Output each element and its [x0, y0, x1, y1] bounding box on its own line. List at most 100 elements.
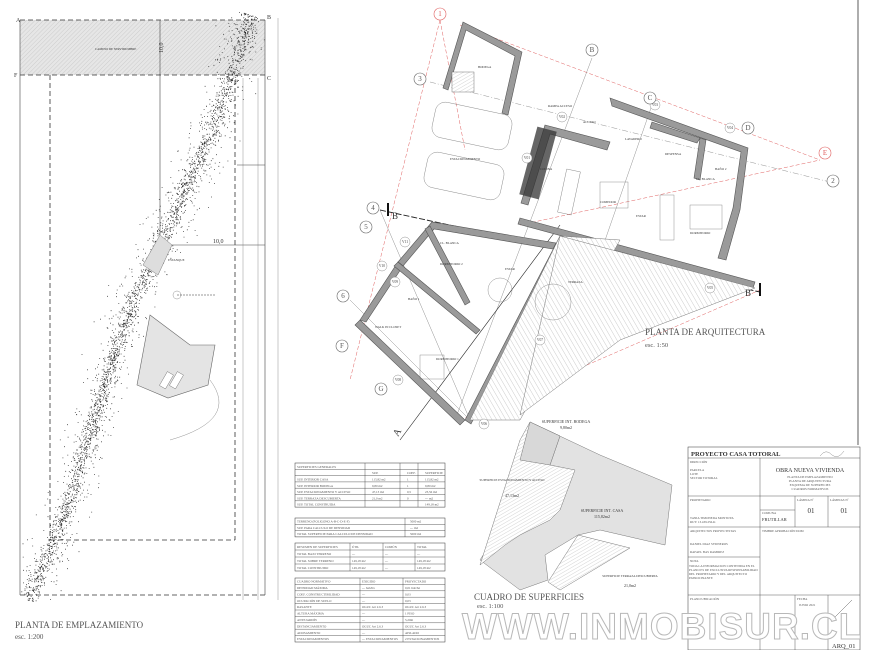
- contents-item: CUADROS NORMATIVOS: [792, 487, 829, 491]
- date: JUNIO 2021: [799, 603, 816, 607]
- table-cell: RASANTE: [297, 605, 312, 609]
- corner-c: C: [267, 76, 271, 82]
- site-plan: ESTANQUE A B C F CAMINO DE SERVIDUMBRE 1…: [14, 12, 279, 641]
- grid-bubble-red: E: [823, 149, 827, 157]
- table-cell: 0,01 hab/há: [405, 586, 420, 591]
- table-cell: TOTAL SOBRE TERRENO: [297, 559, 334, 563]
- table-cell: SUP. PARA CALCULO DE DENSIDAD: [297, 526, 351, 530]
- table-cell: SUP. INTERIOR BODEGA: [297, 484, 334, 488]
- table-header: ÚTIL: [352, 544, 359, 549]
- table-cell: 0,03: [405, 599, 411, 604]
- grid-bubble-red: 1: [438, 10, 442, 18]
- bodega-label: SUPERFICIE INT. BODEGA: [542, 419, 591, 424]
- floor-plan-scale: esc. 1:50: [645, 342, 668, 349]
- table-cell: TERRENO (POLIGONO A-B-C-D-E-F): [297, 520, 349, 524]
- window-tag: V07: [537, 338, 543, 342]
- dining-table: [599, 181, 629, 209]
- corner-a: A: [16, 18, 21, 24]
- table-cell: ---: [385, 559, 388, 563]
- house-label: SUPERFICIE INT. CASA: [581, 508, 624, 513]
- surface-tables: SUPERFICIES GENERALESSUP.COEF.SUPERFICIE…: [294, 462, 446, 643]
- grid-bubble: D: [745, 124, 750, 132]
- table-cell: ---: [362, 592, 365, 596]
- road-easement: [20, 20, 265, 75]
- table-cell: SUP. INTERIOR CASA: [297, 478, 329, 482]
- table-cell: ESTACIONAMIENTOS: [297, 637, 329, 641]
- grid-bubbles: B 3 C D 2 4 5 6 F G A B B 1 E: [335, 7, 840, 439]
- dim-top: 10,0: [159, 43, 165, 54]
- address-line: PARCELA: [690, 468, 705, 472]
- table-cell: --- m2: [410, 526, 418, 530]
- commune-label: COMUNA: [762, 511, 777, 515]
- project-name: PROYECTO CASA TOTORAL: [691, 451, 781, 458]
- floor-plan: BODEGA RAMPA ACCESO ACCESO ESTACIONAMIEN…: [335, 0, 859, 445]
- table-cell: OGUC Art 2.6.3: [362, 605, 383, 609]
- architect-name: RAFAEL BAS RAMIREZ: [690, 550, 724, 554]
- window-tag: V10: [379, 264, 385, 268]
- table-cell: 115,82 m2: [425, 478, 439, 483]
- terrace-table: [534, 283, 572, 321]
- title-block: PROYECTO CASA TOTORAL DIRECCIÓN PARCELA …: [687, 446, 861, 650]
- window-tag: V05: [707, 286, 713, 290]
- table-cell: ---: [362, 631, 365, 635]
- table-cell: 5,20m: [405, 618, 414, 623]
- owner-rut: RUT: 13.439.256-K: [690, 520, 716, 524]
- table-cell: OCUPACIÓN DE SUELO: [297, 598, 332, 603]
- bedroom-wing-walls: [397, 221, 557, 267]
- stamps-label: TIMBRE APROBACIÓN DOM: [762, 528, 804, 533]
- grid-bubble: 4: [371, 204, 375, 212]
- sheets-label: LÁMINAS Nº: [830, 497, 849, 502]
- table-cell: 2 ESTACIONAMIENTOS: [405, 637, 440, 641]
- table-cell: TOTAL SUPERFICIE PARA CALCULO DE DENSIDA…: [297, 532, 373, 536]
- surfaces-diagram: SUPERFICIE INT. BODEGA 9,80m2 SUPERFICIE…: [474, 419, 673, 610]
- shed: [142, 234, 173, 276]
- table-cell: 47,13 m2: [372, 490, 384, 495]
- floor-plan-title: PLANTA DE ARQUITECTURA: [645, 327, 766, 337]
- grid-bubble: G: [378, 385, 383, 393]
- corner-f: F: [14, 73, 18, 79]
- grid-bubble: 6: [341, 292, 345, 300]
- table-cell: 1: [407, 484, 409, 488]
- sheet-label: LÁMINA Nº: [797, 497, 814, 502]
- table-cell: 5000 m2: [410, 532, 422, 536]
- terrace-surface: [547, 534, 631, 591]
- window-tags: V01 V02 V03 V04 V05 V06 V07 V08 V09 V10 …: [376, 99, 736, 430]
- watermark: WWW.INMOBISUR.CL: [462, 606, 862, 647]
- house-value: 115,82m2: [594, 514, 610, 520]
- table-header: SUPERFICIE: [425, 471, 443, 475]
- table-cell: 1 PISO: [405, 612, 415, 616]
- table-cell: 149,18 m2: [417, 566, 431, 571]
- table-cell: TOTAL CONSTRUIDO: [297, 566, 329, 570]
- table-cell: 149,18 m2: [425, 503, 439, 508]
- table-cell: 21,0 m2: [372, 496, 383, 501]
- room-label: BAÑO 2: [715, 166, 727, 171]
- room-label: COMEDOR: [600, 200, 617, 204]
- dim-mid: 10,0: [213, 239, 224, 245]
- table-cell: --- m2: [425, 496, 433, 500]
- table-header: PROYECTADO: [405, 580, 427, 584]
- contents-item: ESQUEMA DE SUPERFICIES: [790, 483, 831, 487]
- room-label: DORMITORIO: [690, 231, 711, 235]
- car-1: [431, 101, 513, 151]
- bodega-value: 9,80m2: [560, 425, 572, 431]
- room-label: CL. BLANCA: [440, 241, 459, 245]
- contents-item: PLANTA DE EMPLAZAMIENTO: [787, 475, 833, 479]
- grid-bubble: C: [648, 94, 653, 102]
- commune: FRUTILLAR: [762, 517, 787, 522]
- terrace-value: 21,0m2: [624, 583, 636, 589]
- table-cell: ---: [352, 552, 355, 556]
- table-cell: 149,18 m2: [352, 559, 366, 564]
- table-cell: 9,80 m2: [372, 484, 383, 489]
- site-plan-scale: esc. 1:200: [15, 633, 44, 641]
- note-label: NOTA: [690, 559, 699, 563]
- table-header: CUADRO NORMATIVO: [297, 580, 331, 584]
- section-mark-b: B: [392, 211, 398, 221]
- owner-name: TANIA TIMONEDA MONTOYA: [690, 516, 734, 520]
- table-cell: 9,80 m2: [425, 484, 436, 489]
- room-label: ESTAR: [505, 267, 516, 271]
- table-cell: ---: [362, 618, 365, 622]
- parking-label: SUPERFICIE ESTACIONAMIENTO Y ACCESO: [480, 478, 546, 482]
- table-cell: ---: [417, 552, 420, 556]
- grid-bubble: B: [590, 46, 595, 54]
- note-box: TODA LA INFORMACION CONTENIDA EN EL PLAN…: [689, 564, 758, 580]
